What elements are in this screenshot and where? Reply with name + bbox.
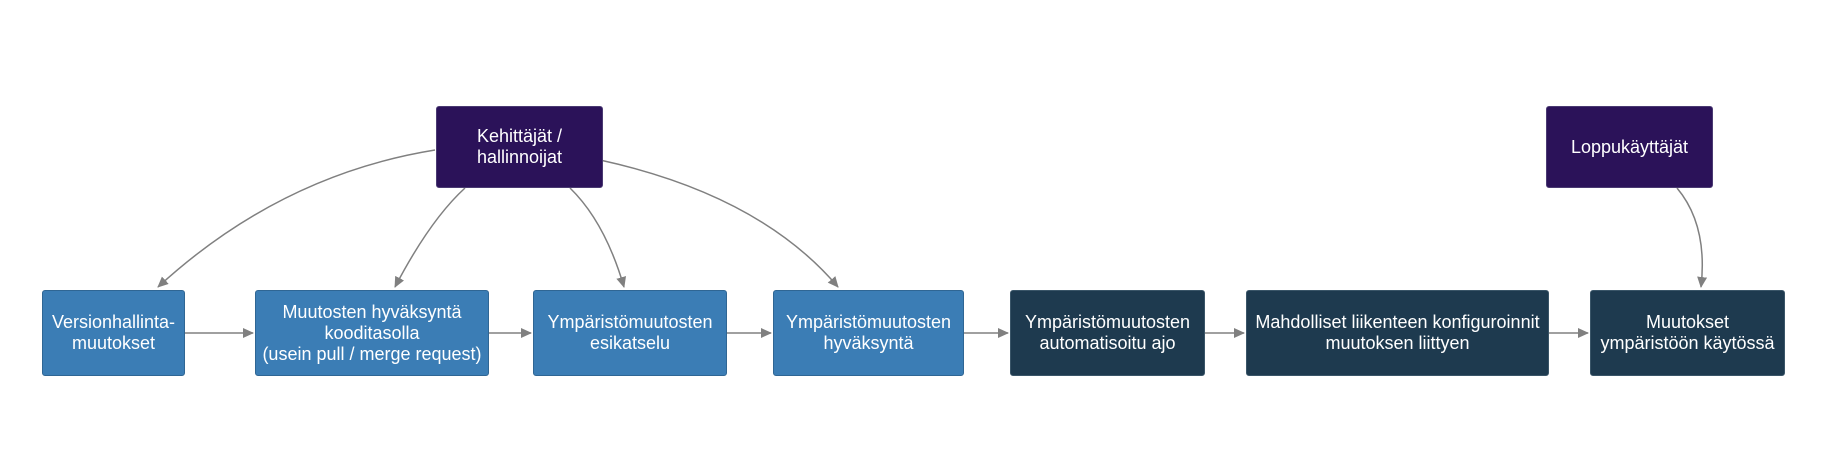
step-code-approval-line-2: kooditasolla — [324, 322, 420, 343]
step-env-approval: Ympäristömuutosten hyväksyntä — [773, 290, 964, 376]
actor-developers: Kehittäjät / hallinnoijat — [436, 106, 603, 188]
step-preview-line-1: Ympäristömuutosten — [547, 312, 713, 332]
step-version-control-line-2: muutokset — [71, 333, 156, 353]
step-code-approval-line-3: (usein pull / merge request) — [262, 343, 482, 364]
step-preview-line-2: esikatselu — [589, 333, 671, 353]
step-version-control-line-1: Versionhallinta- — [51, 312, 176, 332]
step-changes-in-use: Muutokset ympäristöön käytössä — [1590, 290, 1785, 376]
step-code-approval-line-1: Muutosten hyväksyntä — [282, 301, 462, 322]
actor-end-users: Loppukäyttäjät — [1546, 106, 1713, 188]
step-automated-run-line-1: Ympäristömuutosten — [1024, 312, 1191, 332]
step-traffic-config-line-1: Mahdolliset liikenteen konfiguroinnit — [1255, 312, 1540, 332]
step-env-approval-line-1: Ympäristömuutosten — [785, 312, 952, 332]
step-traffic-config-line-2: muutoksen liittyen — [1325, 333, 1470, 353]
arrow-end-users-to-changes-in-use — [1676, 187, 1708, 288]
arrow-developers-to-preview — [569, 187, 626, 288]
step-changes-in-use-line-1: Muutokset — [1645, 312, 1730, 332]
actor-developers-line-1: Kehittäjät / — [476, 126, 563, 146]
step-automated-run-line-2: automatisoitu ajo — [1039, 333, 1176, 353]
step-version-control: Versionhallinta- muutokset — [42, 290, 185, 376]
actor-end-users-line-1: Loppukäyttäjät — [1570, 136, 1689, 157]
step-automated-run: Ympäristömuutosten automatisoitu ajo — [1010, 290, 1205, 376]
arrow-developers-to-code-approval — [394, 187, 466, 288]
step-changes-in-use-line-2: ympäristöön käytössä — [1600, 333, 1775, 353]
step-preview: Ympäristömuutosten esikatselu — [533, 290, 727, 376]
arrow-developers-to-env-approval — [599, 159, 839, 288]
step-env-approval-line-2: hyväksyntä — [823, 333, 914, 353]
actor-developers-line-2: hallinnoijat — [476, 147, 563, 167]
step-traffic-config: Mahdolliset liikenteen konfiguroinnit mu… — [1246, 290, 1549, 376]
arrow-developers-to-version-control — [157, 149, 436, 288]
step-code-approval: Muutosten hyväksyntä kooditasolla (usein… — [255, 290, 489, 376]
